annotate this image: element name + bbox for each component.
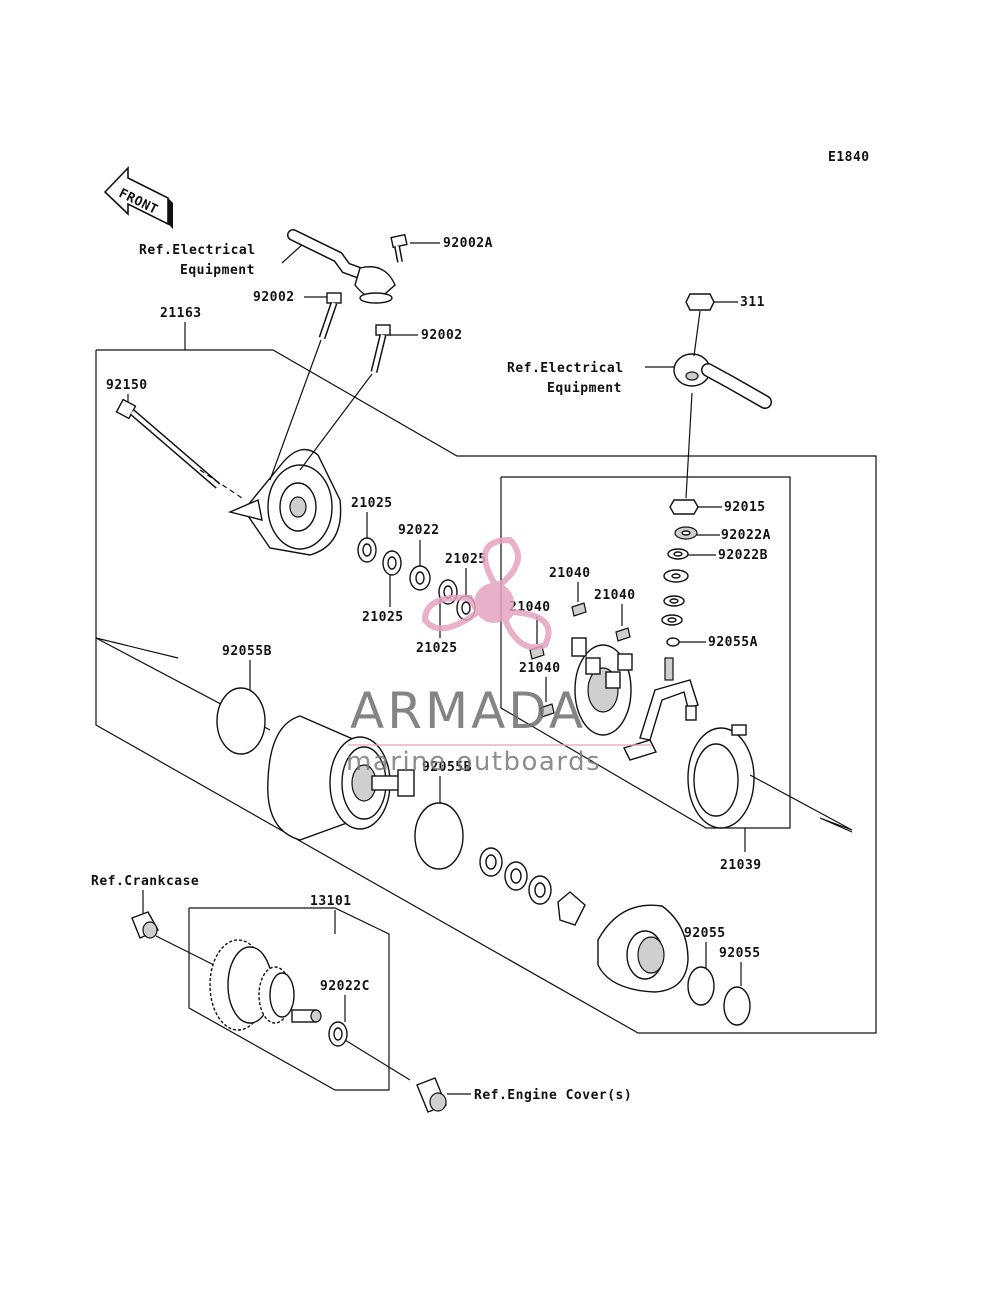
terminal-bracket (639, 657, 699, 741)
washer-21025-a (357, 537, 377, 563)
long-bolt-92150 (115, 398, 246, 501)
watermark-brand: ARMADA (350, 682, 586, 740)
oring-92055B-a (216, 687, 266, 755)
part-92002-a: 92002 (253, 290, 295, 305)
brush-21040-d (539, 703, 555, 718)
part-92055-a: 92055 (684, 926, 726, 941)
part-92055A: 92055A (708, 635, 758, 650)
brush-clip (623, 739, 657, 761)
part-21025-b: 21025 (362, 610, 404, 625)
shim-washers (479, 847, 586, 926)
part-21040-a: 21040 (549, 566, 591, 581)
part-21025-a: 21025 (351, 496, 393, 511)
part-92150: 92150 (106, 378, 148, 393)
oring-92055-a (687, 966, 715, 1006)
part-21040-d: 21040 (519, 661, 561, 676)
part-92055B-a: 92055B (222, 644, 272, 659)
bushing-engine-cover (416, 1077, 447, 1113)
diagram-code: E1840 (828, 150, 870, 165)
washer-21025-b (382, 550, 402, 576)
part-21040-b: 21040 (594, 588, 636, 603)
ref-electrical-1-line1: Ref.Electrical (139, 243, 256, 258)
ref-electrical-2-line1: Ref.Electrical (507, 361, 624, 376)
part-92002A: 92002A (443, 236, 493, 251)
bolt-92002A (390, 233, 408, 263)
part-21025-d: 21025 (416, 641, 458, 656)
watermark-tagline: marine outboards (346, 747, 601, 777)
nut-311 (685, 293, 715, 311)
nut-92015 (669, 499, 699, 515)
washer-92022A (674, 526, 698, 540)
ref-electrical-1-line2: Equipment (180, 263, 255, 278)
washer-92022B (667, 548, 689, 560)
part-92055-b: 92055 (719, 946, 761, 961)
terminal-insulators (661, 569, 689, 626)
assembly-outline-21039 (500, 476, 791, 829)
ref-engine-cover: Ref.Engine Cover(s) (474, 1088, 632, 1103)
front-bracket (597, 904, 689, 993)
part-92015: 92015 (724, 500, 766, 515)
part-92022: 92022 (398, 523, 440, 538)
part-13101: 13101 (310, 894, 352, 909)
oring-92055A (666, 637, 680, 647)
bushing-crankcase (131, 911, 159, 939)
brush-21040-a (571, 602, 587, 617)
part-21163: 21163 (160, 306, 202, 321)
part-311: 311 (740, 295, 765, 310)
ref-crankcase: Ref.Crankcase (91, 874, 199, 889)
electrical-cable-2 (673, 353, 772, 409)
brush-21040-b (615, 627, 631, 642)
part-21025-c: 21025 (445, 552, 487, 567)
oring-92055-b (723, 986, 751, 1026)
bolt-92002-b (370, 324, 391, 373)
washer-92022C (328, 1021, 348, 1047)
starter-gear (209, 939, 322, 1031)
part-21039: 21039 (720, 858, 762, 873)
assembly-outline-13101 (188, 907, 390, 1091)
bolt-92002-a (318, 292, 342, 340)
part-92055B-b: 92055B (422, 760, 472, 775)
armada-watermark: ARMADA marine outboards (346, 536, 652, 777)
washer-92022 (409, 565, 431, 591)
yoke-ring (687, 724, 755, 829)
part-92022A: 92022A (721, 528, 771, 543)
front-arrow-icon: FRONT (103, 166, 173, 229)
propeller-logo-icon (421, 536, 552, 651)
part-92022B: 92022B (718, 548, 768, 563)
oring-92055B-b (414, 802, 464, 870)
assembly-outline-21163 (95, 349, 877, 1034)
motor-yoke (267, 715, 415, 841)
rear-cover (227, 448, 342, 556)
ref-electrical-2-line2: Equipment (547, 381, 622, 396)
electrical-cable-1 (287, 229, 396, 304)
part-92022C: 92022C (320, 979, 370, 994)
part-92002-b: 92002 (421, 328, 463, 343)
brush-holder (571, 637, 633, 736)
